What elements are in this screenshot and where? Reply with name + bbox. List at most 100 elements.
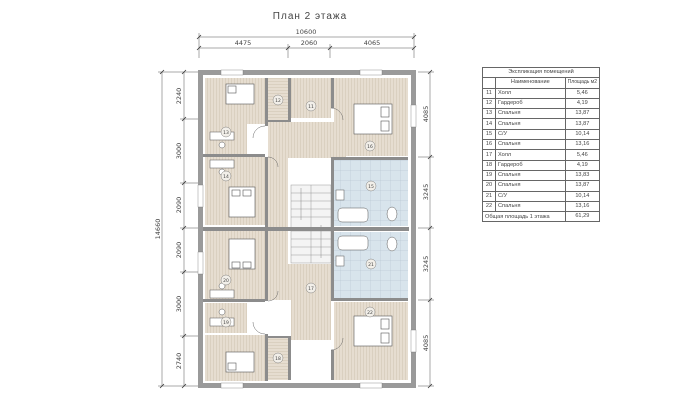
room-marker-22: 22 [367, 310, 373, 316]
dim-top-seg-3: 4065 [364, 39, 381, 47]
schedule-row-name: Гардероб [495, 97, 566, 110]
schedule-header-num [482, 77, 496, 89]
schedule-row-name: Холл [495, 149, 566, 161]
schedule-row-name: Гардероб [495, 159, 566, 171]
dim-left-seg-1: 2240 [175, 88, 183, 105]
dim-left-seg-5: 3000 [175, 296, 183, 313]
dim-right-seg-3: 3245 [422, 256, 430, 273]
dimension-ticks [159, 34, 433, 389]
schedule-header-row: Наименование Площадь м2 [482, 77, 601, 89]
room-marker-17: 17 [308, 286, 314, 292]
dim-left-seg-6: 2740 [175, 353, 183, 370]
schedule-row-num: 20 [482, 180, 496, 192]
schedule-row-area: 10,14 [564, 128, 601, 141]
schedule-row-num: 13 [482, 108, 496, 120]
room-marker-12: 12 [275, 98, 281, 104]
schedule-row-name: Спальня [495, 118, 566, 130]
dim-left-seg-2: 3000 [175, 143, 183, 160]
dim-top-seg-1: 4475 [235, 39, 252, 47]
staircase [290, 184, 332, 264]
schedule-header-area: Площадь м2 [564, 77, 601, 89]
schedule-total-row: Общая площадь 1 этажа 61,29 [482, 211, 601, 223]
schedule-row-name: Спальня [495, 169, 566, 182]
room-marker-11: 11 [308, 104, 314, 110]
schedule-row-area: 13,16 [564, 139, 601, 151]
floor-plan-drawing: 10600 4475 2060 4065 14660 2240 3000 209… [154, 28, 434, 389]
plan-body: 11 12 13 14 15 16 17 18 19 20 21 22 [197, 69, 417, 389]
schedule-row-area: 13,16 [564, 200, 601, 213]
bed-icons [225, 83, 393, 373]
dim-left-seg-4: 2090 [175, 242, 183, 259]
schedule-total-area: 61,29 [564, 211, 601, 223]
schedule-row-num: 11 [482, 87, 496, 99]
room-markers: 11 12 13 14 15 16 17 18 19 20 21 22 [220, 94, 377, 364]
room-marker-16: 16 [367, 144, 373, 150]
schedule-row-area: 5,46 [564, 87, 601, 99]
schedule-caption: Экспликация помещений [482, 66, 600, 79]
door-swings [252, 107, 344, 351]
bathroom-fixtures [335, 189, 398, 267]
schedule-row-num: 15 [482, 128, 496, 141]
dim-right-seg-4: 4085 [422, 335, 430, 352]
room-marker-13: 13 [223, 130, 229, 136]
room-schedule-table: Экспликация помещений Наименование Площа… [482, 66, 601, 223]
schedule-row-name: С/У [495, 128, 566, 141]
schedule-row-area: 4,19 [564, 97, 601, 110]
schedule-header-name: Наименование [495, 77, 566, 89]
dim-right-seg-1: 4085 [422, 106, 430, 123]
schedule-row-num: 17 [482, 149, 496, 161]
dimension-lines [158, 33, 434, 387]
room-marker-21: 21 [368, 262, 374, 268]
schedule-row-num: 22 [482, 200, 496, 213]
hall-corridor-top [268, 122, 346, 158]
schedule-row-area: 13,83 [564, 169, 601, 182]
schedule-row-name: Спальня [495, 139, 566, 151]
schedule-row-name: Спальня [495, 108, 566, 120]
schedule-row-name: Спальня [495, 180, 566, 192]
schedule-row-area: 10,14 [564, 190, 601, 202]
room-marker-20: 20 [223, 278, 229, 284]
dim-right-seg-2: 3245 [422, 184, 430, 201]
internal-walls [203, 78, 409, 381]
schedule-caption-row: Экспликация помещений [482, 66, 600, 79]
schedule-row-num: 19 [482, 169, 496, 182]
hall-stair-strip [268, 158, 288, 264]
dim-left-seg-3: 2090 [175, 197, 183, 214]
schedule-row-num: 14 [482, 118, 496, 130]
plan-title: План 2 этажа [272, 11, 348, 22]
hall-11-top [291, 78, 331, 118]
schedule-row-area: 4,19 [564, 159, 601, 171]
dim-left-total: 14660 [154, 219, 162, 240]
dim-top-seg-2: 2060 [301, 39, 318, 47]
room-marker-19: 19 [223, 320, 229, 326]
schedule-row-num: 18 [482, 159, 496, 171]
schedule-row-num: 21 [482, 190, 496, 202]
schedule-row-area: 13,87 [564, 108, 601, 120]
schedule-row-num: 12 [482, 97, 496, 110]
schedule-row-area: 13,87 [564, 180, 601, 192]
dim-top-total: 10600 [296, 28, 317, 36]
schedule-row-name: Спальня [495, 200, 566, 213]
schedule-row-area: 5,46 [564, 149, 601, 161]
schedule-row-name: Холл [495, 87, 566, 99]
schedule-row-name: С/У [495, 190, 566, 202]
schedule-row-area: 13,87 [564, 118, 601, 130]
room-marker-18: 18 [275, 356, 281, 362]
room-marker-14: 14 [223, 174, 229, 180]
room-marker-15: 15 [368, 184, 374, 190]
hall-17-bottom [291, 300, 331, 340]
schedule-total-label: Общая площадь 1 этажа [482, 211, 566, 223]
